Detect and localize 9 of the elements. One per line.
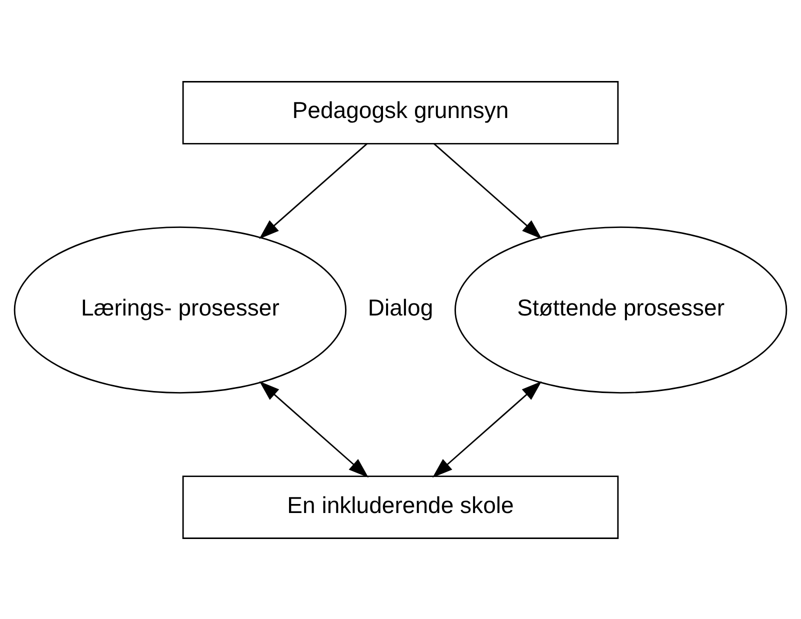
arrow [433, 142, 542, 238]
node-ellipse: Lærings- prosesser [14, 226, 346, 394]
arrow [259, 142, 368, 238]
label: Dialog [368, 294, 434, 320]
node-box: En inkluderende skole [182, 475, 619, 538]
node-ellipse: Støttende prosesser [454, 226, 788, 394]
arrow [432, 380, 542, 478]
arrow [259, 380, 369, 478]
node-box: Pedagogsk grunnsyn [182, 80, 619, 144]
